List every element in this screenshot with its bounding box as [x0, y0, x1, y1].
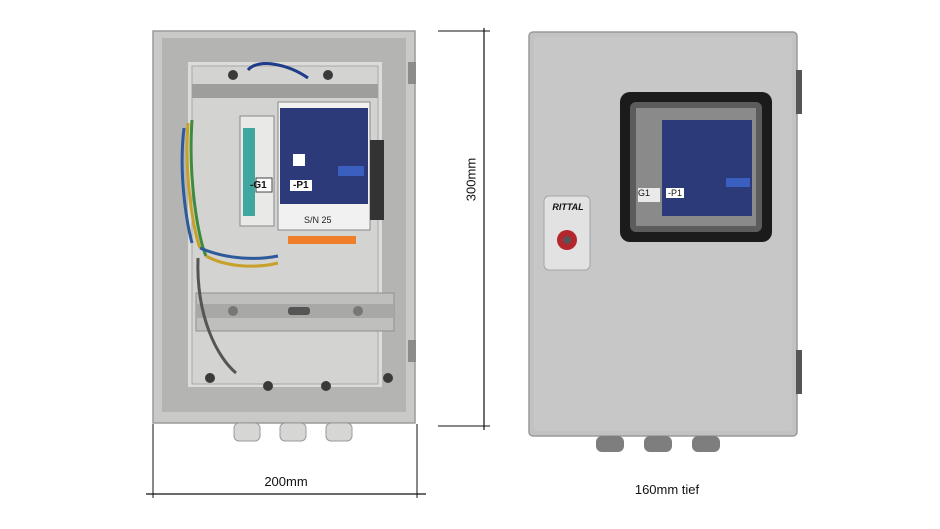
- height-dimension-line: [438, 28, 494, 430]
- closed-enclosure: RITTAL G1 -P1: [526, 28, 806, 456]
- brand-label: RITTAL: [552, 202, 584, 212]
- depth-dimension-label: 160mm tief: [634, 482, 700, 497]
- closed-enclosure-drawing: [528, 31, 802, 452]
- module-p1-label: -P1: [290, 180, 312, 191]
- module-g1-label: -G1: [250, 180, 267, 191]
- module-p1-serial: S/N 25: [304, 215, 332, 225]
- window-g1-label: G1: [638, 188, 651, 198]
- open-enclosure-drawing: [152, 30, 416, 442]
- height-dimension-label: 300mm: [463, 157, 479, 202]
- open-enclosure: -G1 -P1 S/N 25: [148, 28, 420, 448]
- window-p1-label: -P1: [666, 188, 685, 198]
- width-dimension-label: 200mm: [264, 474, 308, 489]
- width-dimension-line: [146, 424, 426, 500]
